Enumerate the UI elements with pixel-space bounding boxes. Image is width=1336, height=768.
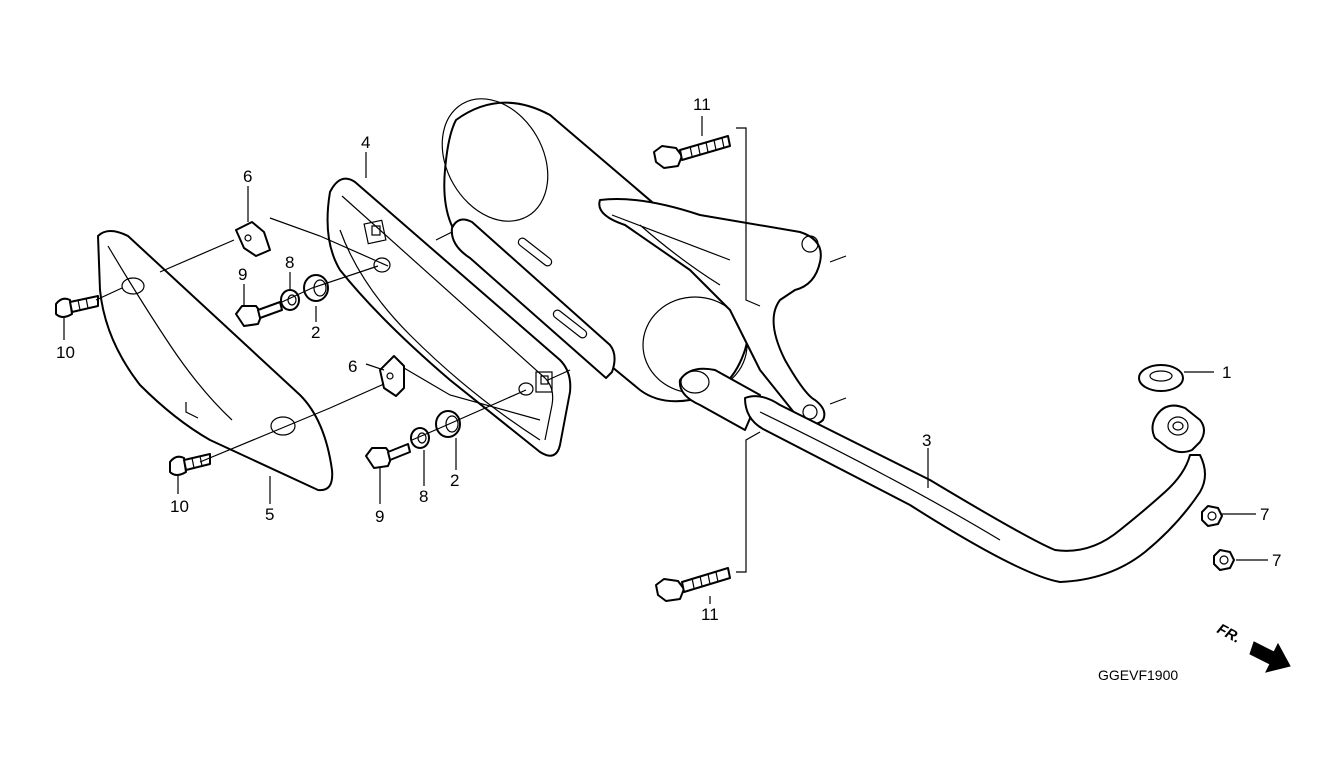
callout-leaders	[63, 116, 1268, 604]
heat-shield-plate	[326, 177, 572, 457]
collar-lower	[410, 427, 430, 449]
callout-6-upper: 6	[243, 167, 252, 186]
flange-bolt-lower	[655, 567, 731, 602]
callout-6-lower: 6	[348, 357, 357, 376]
bolt-upper	[235, 301, 283, 327]
callout-9-upper: 9	[238, 265, 247, 284]
front-direction-arrow	[1249, 641, 1291, 673]
collar-upper	[280, 289, 300, 311]
callout-1: 1	[1222, 363, 1231, 382]
exhaust-gasket	[1138, 364, 1184, 392]
callout-10-upper: 10	[56, 343, 75, 362]
muffler-assembly	[441, 98, 826, 431]
callout-5: 5	[265, 505, 274, 524]
flange-bolt-upper	[653, 135, 731, 169]
front-direction-indicator: FR.	[1214, 621, 1291, 673]
drawing-code: GGEVF1900	[1098, 667, 1178, 683]
callout-8-lower: 8	[419, 487, 428, 506]
cap-nut-upper	[1201, 505, 1223, 527]
callout-9-lower: 9	[375, 507, 384, 526]
cap-nut-lower	[1213, 549, 1235, 571]
screw-upper	[55, 295, 99, 318]
clip-upper	[235, 221, 271, 257]
screw-lower	[169, 453, 211, 476]
callout-10-lower: 10	[170, 497, 189, 516]
clip-lower	[379, 355, 405, 397]
callout-3: 3	[922, 431, 931, 450]
callout-11-lower: 11	[701, 605, 719, 624]
front-direction-label: FR.	[1214, 621, 1243, 647]
exhaust-pipe	[744, 395, 1206, 583]
muffler-protector-cover	[97, 230, 334, 492]
callout-8-upper: 8	[285, 253, 294, 272]
grommet-upper	[303, 274, 329, 302]
callout-2-upper: 2	[311, 323, 320, 342]
callout-labels: 6 4 8 9 2 10 6 5 10 9 8 2 11 11 3 1 7 7	[56, 95, 1281, 624]
callout-4: 4	[361, 133, 370, 152]
callout-7-upper: 7	[1260, 505, 1269, 524]
callout-7-lower: 7	[1272, 551, 1281, 570]
callout-2-lower: 2	[450, 471, 459, 490]
callout-11-upper: 11	[693, 95, 711, 114]
bolt-lower	[365, 443, 411, 469]
assembly-guide-lines	[95, 127, 847, 573]
